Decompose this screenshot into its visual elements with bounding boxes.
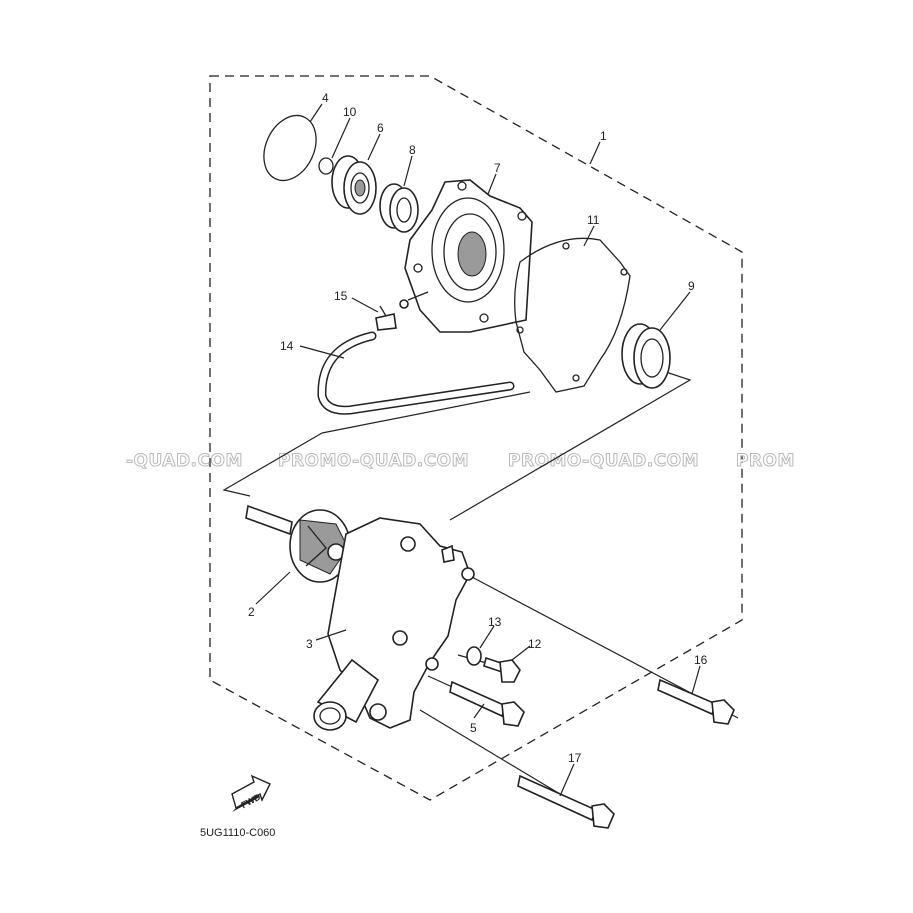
callout-1: 1 bbox=[600, 129, 607, 143]
callout-9: 9 bbox=[688, 279, 695, 293]
diagram-code: 5UG1110-C060 bbox=[200, 827, 275, 839]
circlip-part bbox=[318, 157, 334, 175]
callout-16: 16 bbox=[694, 653, 708, 667]
impeller-part bbox=[245, 504, 351, 583]
gasket-part bbox=[514, 237, 631, 393]
assembly-outline bbox=[209, 75, 743, 801]
pump-housing-part bbox=[313, 517, 475, 731]
fitting-part bbox=[375, 299, 409, 331]
o-ring-part bbox=[263, 114, 317, 182]
mechanical-seal-part bbox=[621, 323, 671, 389]
watermark-1: -QUAD.COM bbox=[126, 451, 243, 471]
leader-lines bbox=[255, 103, 701, 797]
bearing-part bbox=[331, 155, 377, 215]
callout-13: 13 bbox=[488, 615, 502, 629]
assembly-plane-lines bbox=[222, 369, 739, 819]
callout-14: 14 bbox=[280, 339, 294, 353]
callout-7: 7 bbox=[494, 161, 501, 175]
callout-15: 15 bbox=[334, 289, 348, 303]
medium-bolt-part bbox=[449, 680, 525, 727]
seal-part bbox=[379, 183, 419, 233]
washer-part bbox=[466, 646, 482, 666]
longest-bolt-part bbox=[517, 774, 615, 829]
watermark-4: PROM bbox=[736, 451, 795, 471]
callout-10: 10 bbox=[343, 105, 357, 119]
callout-6: 6 bbox=[377, 121, 384, 135]
callout-5: 5 bbox=[470, 721, 477, 735]
callout-12: 12 bbox=[528, 637, 542, 651]
callout-17: 17 bbox=[568, 751, 582, 765]
callout-4: 4 bbox=[322, 91, 329, 105]
callout-11: 11 bbox=[587, 213, 600, 227]
forward-arrow-icon: FWD bbox=[231, 774, 271, 812]
callout-8: 8 bbox=[409, 143, 416, 157]
watermark-3: PROMO-QUAD.COM bbox=[508, 451, 699, 471]
callout-3: 3 bbox=[306, 637, 313, 651]
short-bolt-part bbox=[483, 656, 521, 683]
long-bolt-part bbox=[657, 678, 735, 725]
housing-cover-part bbox=[404, 179, 533, 333]
watermark-2: PROMO-QUAD.COM bbox=[278, 451, 469, 471]
callout-2: 2 bbox=[248, 605, 255, 619]
